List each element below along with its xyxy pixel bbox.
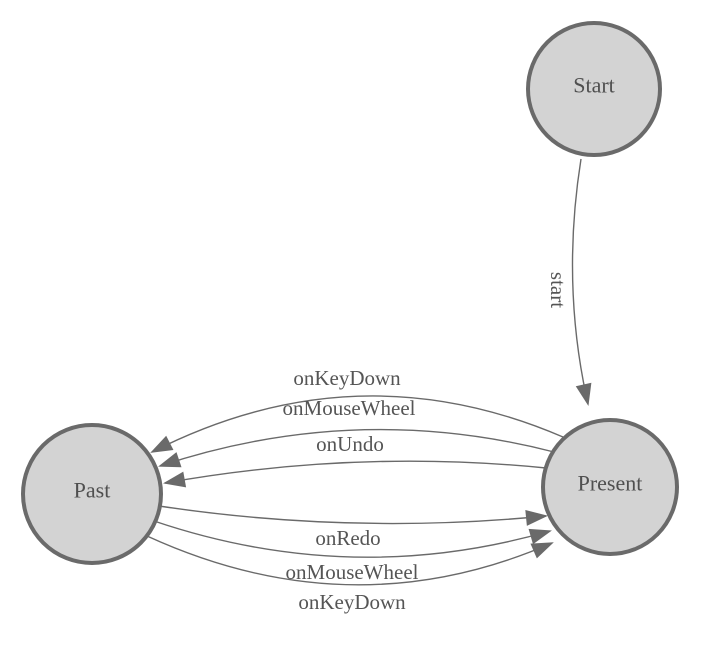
transition-label-onredo: onRedo [315, 526, 380, 550]
transition-past-to-present-onredo [158, 505, 548, 526]
transition-labels: start onKeyDown onMouseWheel onUndo onRe… [283, 272, 570, 614]
transition-label-start: start [546, 272, 570, 308]
transition-past-to-present-onmousewheel [153, 520, 552, 558]
transition-present-to-past-onkeydown [150, 395, 564, 453]
state-label-past: Past [74, 478, 111, 503]
transition-present-to-past-onmousewheel [158, 428, 555, 468]
transition-label-onkeydown-bottom: onKeyDown [298, 590, 406, 614]
transition-label-onundo: onUndo [316, 432, 384, 456]
state-label-present: Present [578, 471, 643, 496]
state-node-present [541, 418, 679, 556]
transition-label-onkeydown-top: onKeyDown [293, 366, 401, 390]
transition-start-to-present [571, 158, 592, 406]
transition-past-to-present-onkeydown [146, 535, 554, 586]
state-nodes: Start Present Past [21, 21, 679, 565]
transitions [146, 158, 592, 586]
state-label-start: Start [573, 73, 615, 98]
transition-label-onmousewheel-top: onMouseWheel [283, 396, 416, 420]
transition-present-to-past-onundo [163, 460, 547, 488]
state-node-start [526, 21, 662, 157]
state-node-past [21, 423, 163, 565]
transition-label-onmousewheel-bottom: onMouseWheel [286, 560, 419, 584]
